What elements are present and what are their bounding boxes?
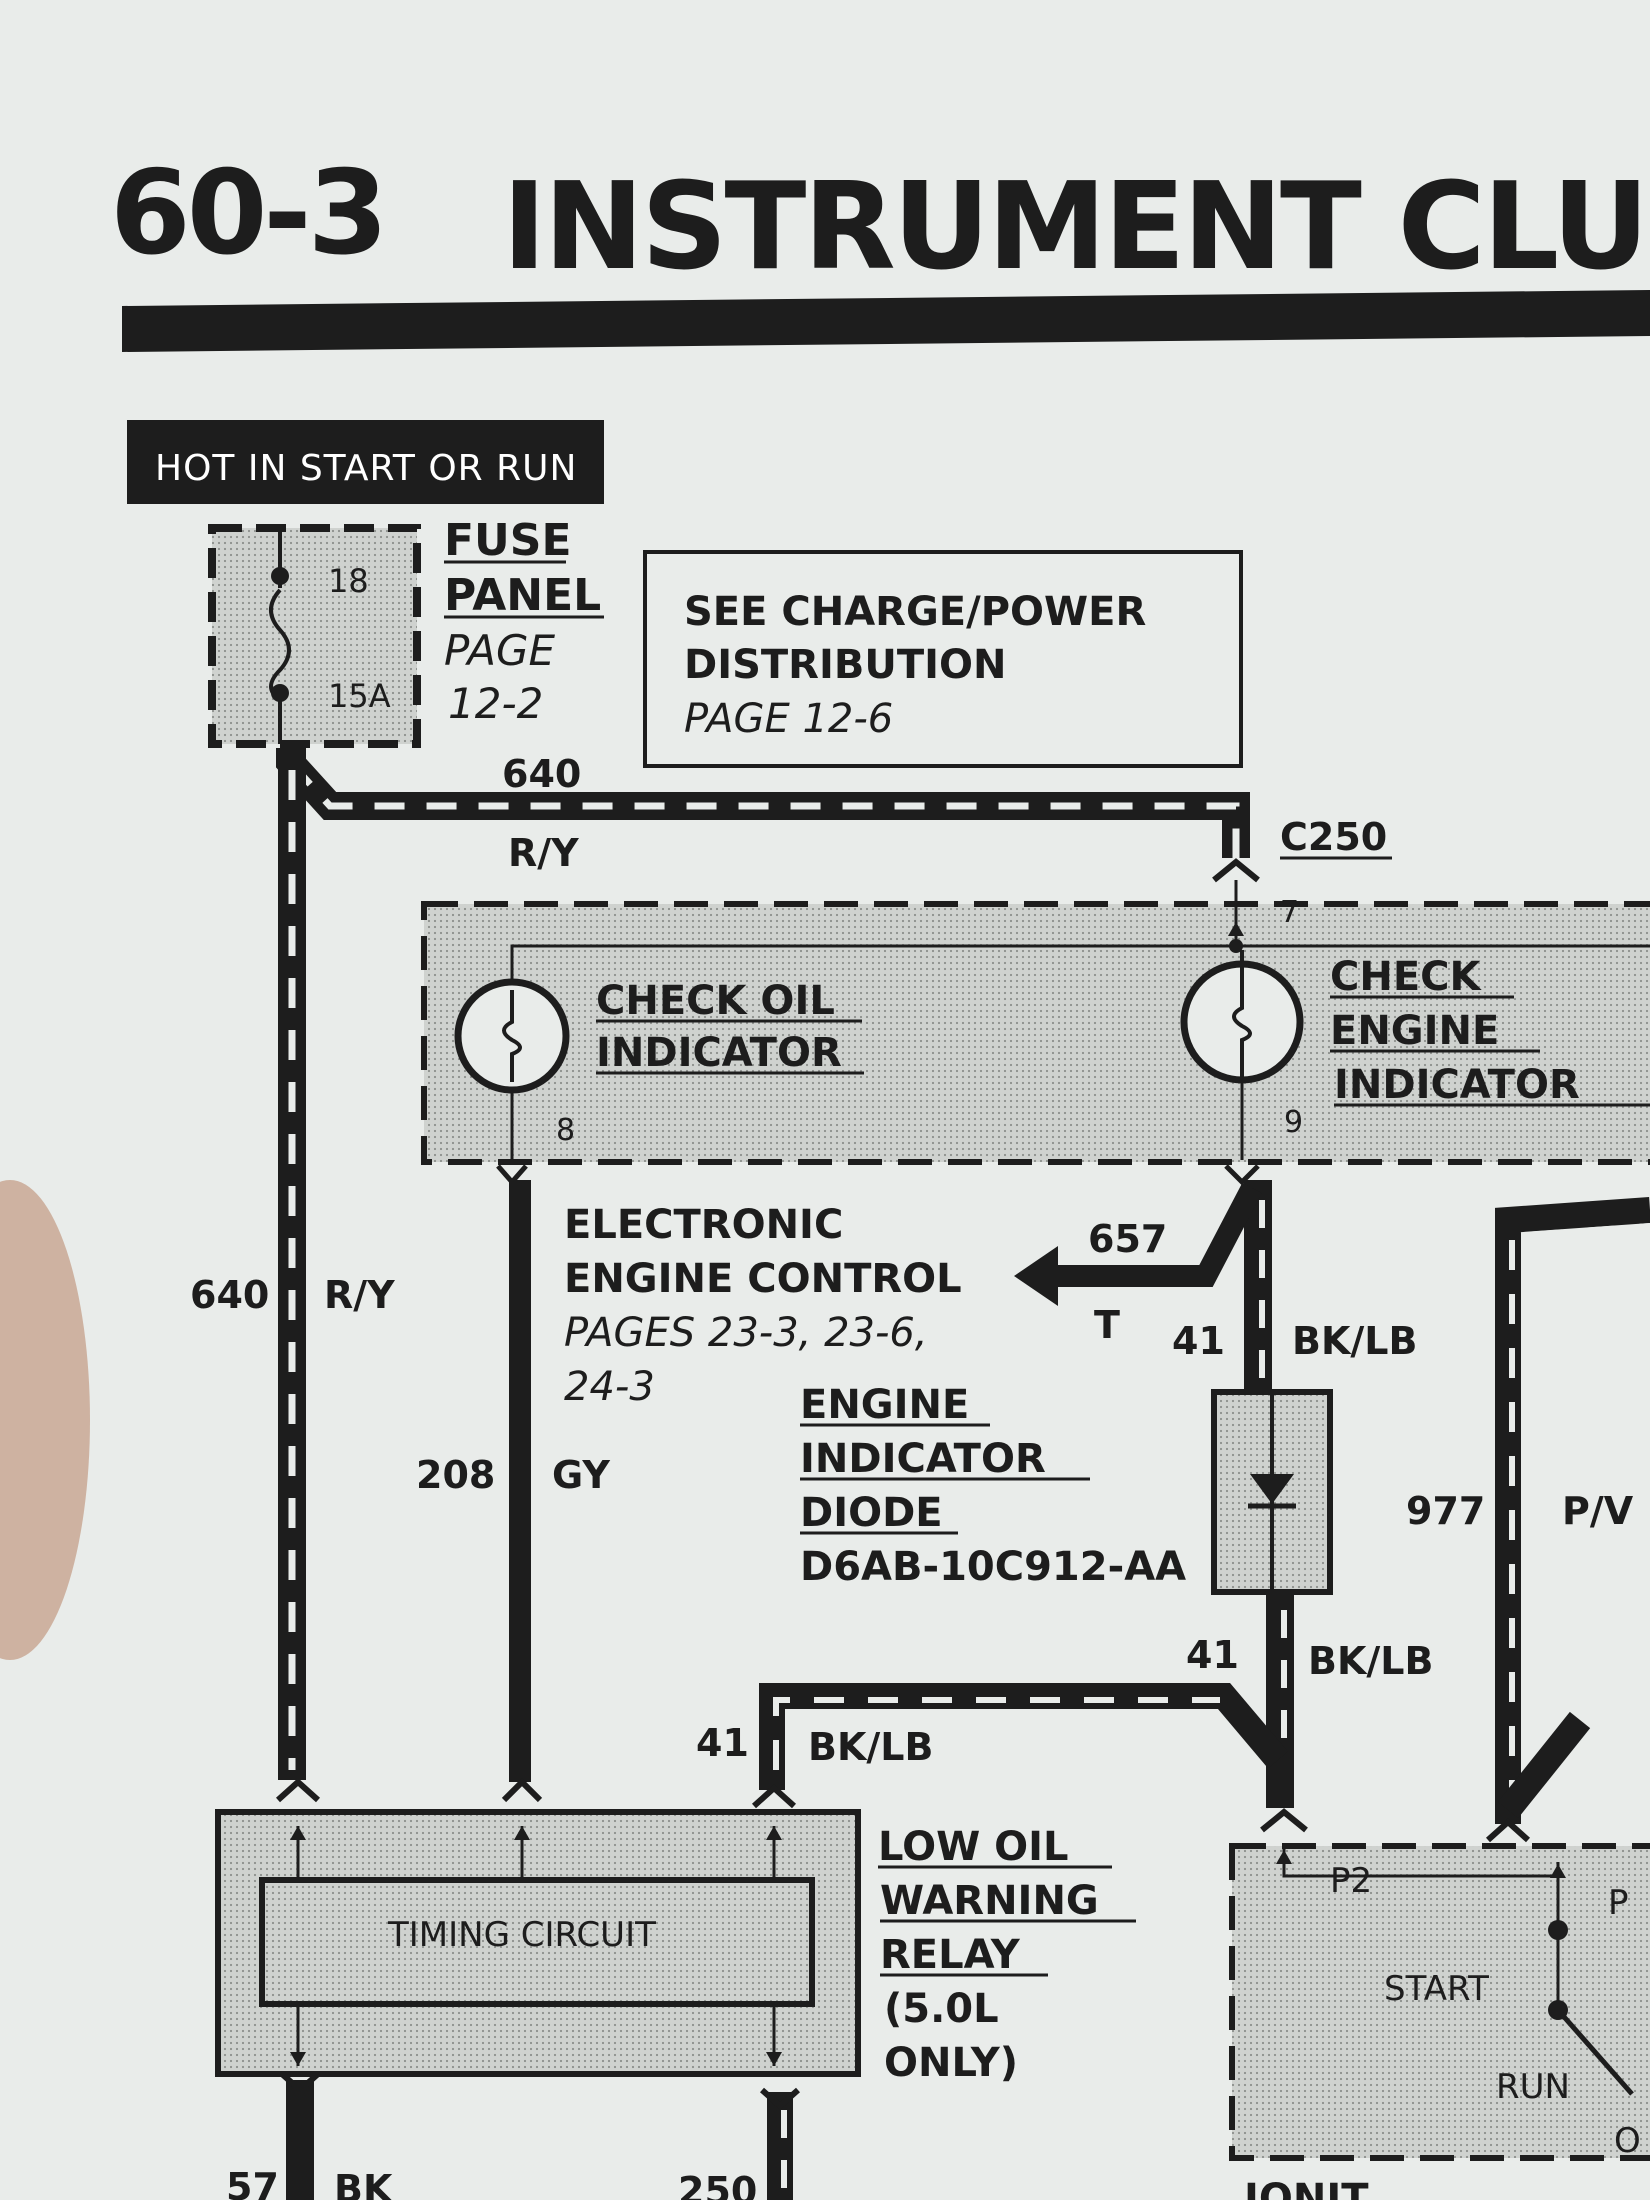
see-charge-line1: SEE CHARGE/POWER <box>684 589 1146 635</box>
eec-ref-1: PAGES 23-3, 23-6, <box>564 1310 928 1356</box>
wire-640-top-color: R/Y <box>508 831 579 875</box>
wire-657-number: 657 <box>1088 1217 1167 1261</box>
diode-symbol-icon <box>1250 1474 1294 1504</box>
relay-pin-mark <box>275 1777 321 1803</box>
relay-label-4: (5.0L <box>884 1986 999 2032</box>
bottom-wire-bk: BK <box>334 2167 394 2200</box>
header-rule <box>122 290 1650 352</box>
pin-7: 7 <box>1280 895 1299 930</box>
switch-run: RUN <box>1496 2067 1570 2107</box>
fuse-rating: 15A <box>328 677 391 715</box>
wire-41-c-color: BK/LB <box>808 1725 933 1769</box>
pin-9: 9 <box>1284 1105 1303 1140</box>
relay-label-1: LOW OIL <box>878 1824 1069 1870</box>
switch-arm <box>1556 2008 1634 2096</box>
switch-partial-o: O <box>1614 2121 1641 2161</box>
eec-arrow-icon <box>1014 1246 1058 1306</box>
hot-banner-label: HOT IN START OR RUN <box>155 448 577 489</box>
fuse-dot-bottom <box>271 684 289 702</box>
wire-41-lower <box>1266 1592 1294 1808</box>
switch-p2-arrow <box>1276 1850 1292 1864</box>
check-engine-label-2: ENGINE <box>1330 1008 1499 1054</box>
fuse-element <box>269 588 291 702</box>
section-number: 60-3 <box>110 146 384 281</box>
bottom-wire-250: 250 <box>678 2169 757 2200</box>
wire-41-c-number: 41 <box>696 1721 749 1765</box>
pin-8: 8 <box>556 1113 575 1148</box>
check-engine-label-1: CHECK <box>1330 954 1483 1000</box>
fuse-panel-title-1: FUSE <box>444 515 572 566</box>
fuse-panel-ref-1: PAGE <box>444 626 556 675</box>
wire-208-number: 208 <box>416 1453 495 1497</box>
relay-label-3: RELAY <box>880 1932 1021 1978</box>
relay-out-mark-1 <box>280 2071 320 2095</box>
bulb-filament-icon <box>1232 950 1252 1082</box>
finger-shadow <box>0 1180 90 1660</box>
switch-pin-mark <box>1485 1817 1531 1843</box>
fuse-dot-top <box>271 567 289 585</box>
relay-label-5: ONLY) <box>884 2040 1018 2086</box>
switch-contact <box>1548 1920 1568 1940</box>
diode-label-1: ENGINE <box>800 1382 969 1428</box>
wire-657-color: T <box>1094 1303 1120 1347</box>
check-oil-label-2: INDICATOR <box>596 1030 842 1076</box>
connector-name: C250 <box>1280 815 1387 859</box>
see-charge-box <box>643 550 1243 768</box>
relay-lead-arrows <box>290 1826 782 2066</box>
wire-41-relay <box>759 1683 1288 1790</box>
wire-208-color: GY <box>552 1453 610 1497</box>
diode-label-2: INDICATOR <box>800 1436 1046 1482</box>
switch-pin-p1: P <box>1608 1883 1629 1923</box>
switch-label-partial: IONIT <box>1244 2176 1369 2200</box>
wire-977-color: P/V <box>1562 1489 1634 1533</box>
switch-pin-p2: P2 <box>1330 1861 1372 1901</box>
fuse-panel-box <box>208 524 421 748</box>
fuse-panel-ref-2: 12-2 <box>448 679 543 728</box>
connector-c250-mark <box>1212 858 1260 883</box>
switch-start: START <box>1384 1969 1489 2009</box>
timing-circuit-label: TIMING CIRCUIT <box>387 1915 656 1955</box>
wire-640-left-color: R/Y <box>324 1273 395 1317</box>
timing-circuit-box <box>259 1877 815 2007</box>
wire-41-b-color: BK/LB <box>1308 1639 1433 1683</box>
fuse-number: 18 <box>328 562 369 600</box>
pin-9-mark <box>1224 1164 1260 1186</box>
wire-657 <box>1050 1182 1262 1287</box>
eec-ref-2: 24-3 <box>564 1364 655 1410</box>
relay-label-2: WARNING <box>880 1878 1099 1924</box>
eec-label-1: ELECTRONIC <box>564 1202 843 1248</box>
see-charge-line3: PAGE 12-6 <box>684 696 893 742</box>
diode-label-3: DIODE <box>800 1490 943 1536</box>
see-charge-line2: DISTRIBUTION <box>684 642 1006 688</box>
check-oil-label-1: CHECK OIL <box>596 978 835 1024</box>
bottom-wire-57: 57 <box>226 2165 279 2200</box>
eec-label-2: ENGINE CONTROL <box>564 1256 962 1302</box>
wire-640-left-number: 640 <box>190 1273 269 1317</box>
relay-pin-mark <box>751 1783 797 1809</box>
relay-pin-mark <box>501 1777 543 1803</box>
wire-977-number: 977 <box>1406 1489 1485 1533</box>
fuse-panel-title-2: PANEL <box>444 570 601 621</box>
wire-41-upper <box>1244 1180 1272 1392</box>
relay-out-mark-2 <box>760 2087 800 2111</box>
pin-7-arrow <box>1228 922 1244 936</box>
bulb-filament-icon <box>502 990 522 1082</box>
wire-41-a-color: BK/LB <box>1292 1319 1417 1363</box>
diode-part-number: D6AB-10C912-AA <box>800 1544 1186 1590</box>
hot-banner <box>127 420 604 504</box>
switch-pin-mark <box>1260 1808 1308 1833</box>
junction-dot <box>1229 939 1243 953</box>
section-title: INSTRUMENT CLUST <box>502 158 1650 297</box>
wire-41-b-number: 41 <box>1186 1633 1239 1677</box>
ignition-switch-box <box>1229 1843 1650 2161</box>
check-engine-label-3: INDICATOR <box>1334 1062 1580 1108</box>
wire-41-a-number: 41 <box>1172 1319 1225 1363</box>
switch-p1-arrow <box>1550 1864 1566 1878</box>
wire-977 <box>1495 1197 1650 1824</box>
wire-640-top-number: 640 <box>502 752 581 796</box>
